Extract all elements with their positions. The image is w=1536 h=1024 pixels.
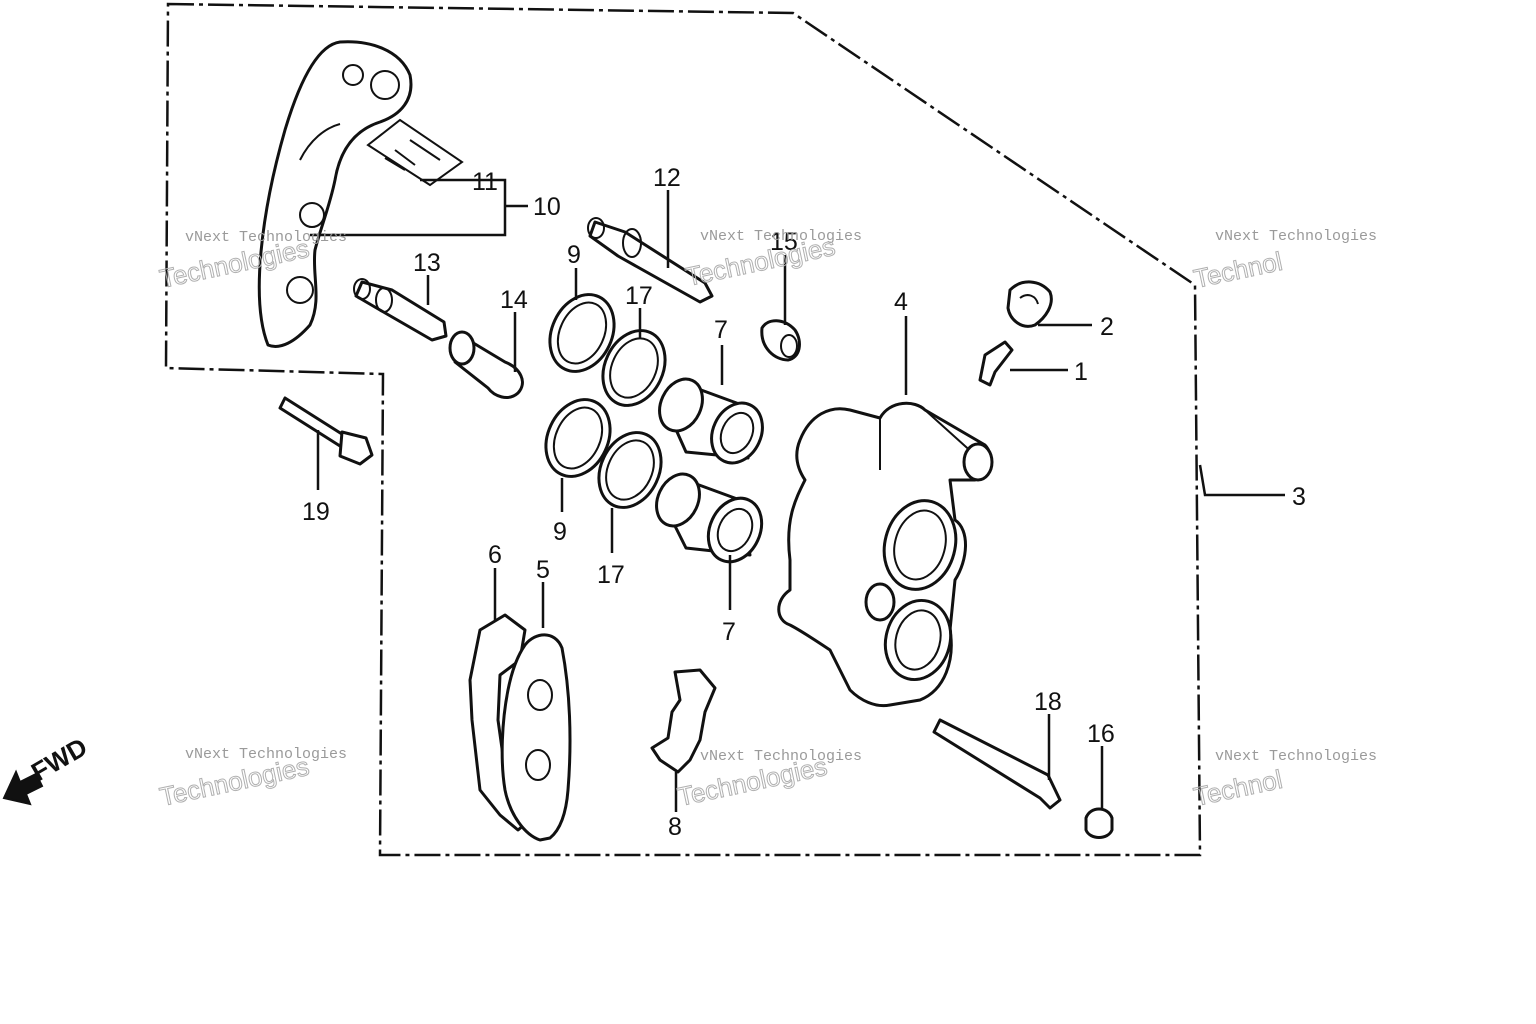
callout-13: 13	[413, 249, 441, 277]
dust-seal-lower-part	[597, 431, 663, 509]
callout-17-lower: 17	[597, 561, 625, 589]
callout-10: 10	[533, 193, 561, 221]
pad-spring-part	[366, 118, 464, 187]
caliper-bracket-part	[257, 40, 413, 348]
slide-pin-upper-part	[587, 217, 714, 304]
forward-direction-indicator: FWD	[2, 732, 92, 806]
watermark-text-6: Technol	[1191, 246, 1285, 294]
assembly-boundary	[164, 2, 1202, 857]
callout-19: 19	[302, 498, 330, 526]
mounting-bolt-part	[278, 396, 374, 466]
piston-seal-upper-part	[548, 293, 616, 373]
callout-1: 1	[1074, 358, 1088, 386]
pin-plug-part	[1084, 807, 1114, 839]
callout-6: 6	[488, 541, 502, 569]
callout-2: 2	[1100, 313, 1114, 341]
pad-retainer-part	[650, 668, 717, 774]
watermark-text-12: Technol	[1191, 764, 1285, 812]
callout-9-upper: 9	[567, 241, 581, 269]
callout-18: 18	[1034, 688, 1062, 716]
pin-bolt-part	[448, 330, 524, 399]
callout-5: 5	[536, 556, 550, 584]
piston-seal-lower-part	[544, 398, 612, 478]
piston-upper-part	[658, 377, 764, 465]
bleeder-cap-part	[1006, 280, 1053, 328]
callout-9-lower: 9	[553, 518, 567, 546]
piston-lower-part	[655, 472, 764, 564]
watermark-text-1: vNext Technologies	[185, 229, 347, 246]
bleed-valve-part	[978, 340, 1014, 387]
dust-seal-upper-part	[601, 329, 667, 407]
callout-3: 3	[1292, 483, 1306, 511]
callout-labels: 1 2 3 4 5 6 7 7 8 9 9 10 11 12 13 14 15 …	[302, 164, 1306, 841]
pin-boot-part	[760, 319, 801, 362]
callout-4: 4	[894, 288, 908, 316]
watermark-text-5: vNext Technologies	[1215, 228, 1377, 245]
pad-pin-part	[932, 718, 1062, 810]
callout-12: 12	[653, 164, 681, 192]
watermark-text-7: vNext Technologies	[185, 746, 347, 763]
forward-arrow-icon	[2, 769, 44, 806]
forward-label: FWD	[26, 732, 92, 788]
leader-lines	[310, 178, 1285, 812]
brake-pad-inner-part	[500, 633, 572, 842]
slide-pin-lower-part	[353, 278, 448, 342]
callout-8: 8	[668, 813, 682, 841]
callout-16: 16	[1087, 720, 1115, 748]
callout-11: 11	[472, 168, 498, 196]
watermark-text-11: vNext Technologies	[1215, 748, 1377, 765]
callout-7-lower: 7	[722, 618, 736, 646]
watermark-text-3: vNext Technologies	[700, 228, 862, 245]
watermark-text-9: vNext Technologies	[700, 748, 862, 765]
caliper-body-part	[777, 401, 994, 708]
callout-14: 14	[500, 286, 528, 314]
callout-7-upper: 7	[714, 316, 728, 344]
callout-15: 15	[770, 228, 798, 256]
callout-17-upper: 17	[625, 282, 653, 310]
